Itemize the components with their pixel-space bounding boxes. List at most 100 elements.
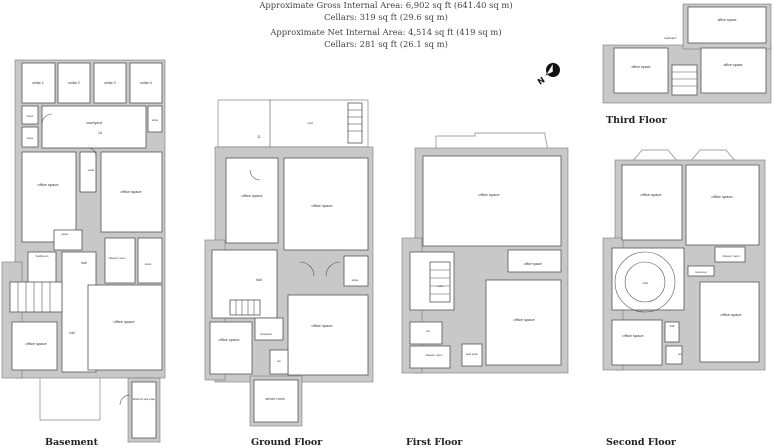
cellar-2 [57, 62, 91, 104]
label-ff-shower-room: shower room [425, 353, 443, 357]
tf-office-left [613, 47, 669, 94]
label-courtyard: courtyard [86, 121, 102, 125]
label-ff-office-front: office space [478, 192, 500, 197]
label-sf-office-front-left: office space [640, 192, 662, 197]
courtyard [41, 105, 147, 149]
sf-office-small [611, 319, 663, 366]
door-arc [299, 261, 341, 277]
store-a [21, 105, 39, 125]
sf-tea-prep [687, 265, 715, 277]
office-main [87, 284, 163, 371]
sf-hall [664, 321, 680, 343]
label-sf-office-small: office space [622, 333, 644, 338]
store-d [53, 229, 83, 251]
sf-spiral-stair [614, 251, 676, 313]
gross-cellars-text: Cellars: 319 sq ft (29.6 sq m) [324, 12, 448, 22]
label-gf-office-right: office space [311, 203, 333, 208]
sf-bay-windows [631, 149, 737, 163]
gf-office-left [225, 157, 279, 244]
label-store-e: store [145, 262, 152, 266]
label-gf-reception: reception [260, 332, 273, 336]
label-store-a: store [27, 114, 34, 118]
door-arc [249, 169, 261, 181]
gf-office-right [283, 157, 369, 251]
ff-office-front [422, 155, 562, 247]
label-sf-office-front-right: office space [711, 194, 733, 199]
gf-stairs [229, 102, 363, 316]
svg-text:N: N [536, 75, 547, 86]
sf-shower-room [714, 246, 746, 263]
label-gf-hall: hall [256, 278, 262, 282]
office-small [11, 321, 58, 371]
gf-reception [254, 317, 284, 341]
net-area-text: Approximate Net Internal Area: 4,514 sq … [270, 27, 502, 37]
label-gf-office-rear: office space [311, 323, 333, 328]
ground-front-area [217, 99, 369, 148]
sf-void-area [611, 247, 685, 311]
label-cellar-1: cellar 1 [32, 81, 44, 85]
sf-spiral-void [624, 261, 666, 303]
cellar-4 [129, 62, 163, 104]
label-sf-office-rear: office space [720, 312, 742, 317]
vault [79, 151, 97, 193]
label-hall: hall [81, 261, 87, 265]
office-left [21, 151, 77, 243]
label-cellar-3: cellar 3 [104, 81, 116, 85]
label-gf-wc: wc [277, 359, 281, 363]
office-right [100, 151, 163, 233]
store-c [147, 105, 163, 133]
second-floor-plan: office space office space shower room te… [602, 149, 766, 371]
label-cellar-4: cellar 4 [140, 81, 152, 85]
label-store-d: store [62, 232, 69, 236]
floor-title-second: Second Floor [606, 437, 676, 448]
first-floor-plan: office space office space void office sp… [401, 132, 569, 374]
label-office-left: office space [37, 182, 59, 187]
tf-office-right [700, 47, 767, 94]
door-arc [41, 113, 53, 125]
label-ff-office-mid: office space [524, 262, 542, 266]
floor-title-first: First Floor [406, 437, 463, 448]
label-ff-office-rear: office space [513, 317, 535, 322]
gf-office-rear [287, 294, 369, 376]
store-e [137, 237, 163, 284]
label-gf-entrance: 11 [257, 135, 261, 139]
label-shower-room: shower room [108, 256, 126, 260]
label-hall-2: hall [70, 331, 75, 335]
label-sf-wc: wc [678, 352, 682, 356]
label-office-main: office space [113, 319, 135, 324]
gf-office-small [209, 321, 253, 375]
label-ff-tea-prep: tea/ prep [466, 352, 478, 356]
basement-lightwell [39, 378, 101, 421]
sf-office-front-left [621, 164, 683, 241]
ff-shower-room [409, 345, 451, 369]
label-sf-void: void [642, 281, 648, 285]
ff-office-mid [507, 249, 562, 273]
cellar-3 [93, 62, 127, 104]
label-tf-office-right: office space [723, 63, 742, 67]
north-compass-icon: N [536, 61, 560, 87]
label-store-b: store [27, 136, 34, 140]
label-tf-office-left: office space [631, 65, 650, 69]
net-cellars-text: Cellars: 281 sq ft (26.1 sq m) [324, 39, 448, 49]
label-gf-server-room: server room [265, 397, 284, 401]
label-ff-wc: wc [426, 329, 430, 333]
label-cellar-2: cellar 2 [68, 81, 80, 85]
ff-tea-prep [461, 343, 483, 367]
label-ff-void: void [437, 284, 443, 288]
kitchen [131, 381, 157, 439]
third-floor-plan: office space office space office space c… [602, 3, 772, 104]
label-vault: vault [88, 168, 95, 172]
ff-stairs [429, 261, 451, 303]
label-gf-void: void [307, 121, 313, 125]
label-gf-office-small: office space [218, 337, 240, 342]
floor-title-basement: Basement [45, 437, 98, 448]
sf-office-rear [699, 281, 760, 363]
label-tf-office-top: office space [717, 18, 736, 22]
label-store-c: store [152, 118, 159, 122]
tf-office-top [687, 6, 767, 44]
shower-room [104, 237, 136, 284]
label-gf-store: store [352, 278, 359, 282]
label-sf-shower-room: shower room [722, 254, 740, 258]
label-tf-cupboard: cupboard [664, 36, 676, 40]
